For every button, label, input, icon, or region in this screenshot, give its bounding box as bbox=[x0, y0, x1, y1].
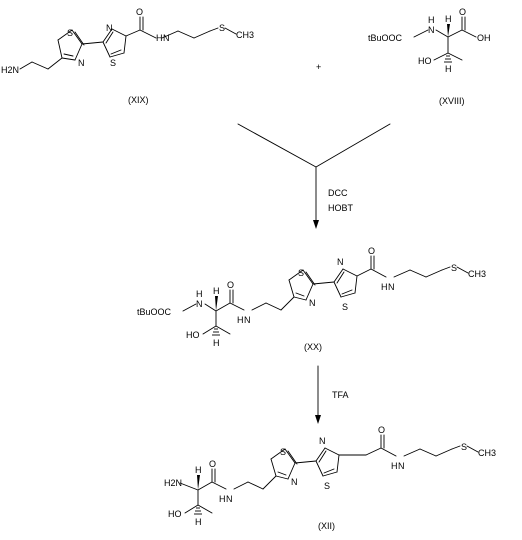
xx-amide-h-label: H bbox=[237, 315, 244, 325]
xii-amide-n-label: N bbox=[226, 494, 233, 504]
compound-xii bbox=[179, 434, 479, 515]
compound-xx bbox=[182, 255, 469, 336]
xix-amide-h-label: H bbox=[156, 33, 163, 43]
xii-carbonyl-o2-label: O bbox=[378, 425, 385, 435]
xii-ring1-s-label: S bbox=[280, 447, 286, 457]
xx-h-stereo-label: H bbox=[213, 286, 220, 296]
step2-reagent-1: TFA bbox=[332, 390, 349, 400]
xx-compound-label: (XX) bbox=[304, 342, 322, 352]
xii-compound-label: (XII) bbox=[318, 521, 335, 531]
compound-xix bbox=[19, 16, 237, 70]
xx-boc-label: tBuOOC bbox=[137, 307, 172, 317]
xx-thioether-s-label: S bbox=[451, 263, 457, 273]
xii-amide-n2-label: N bbox=[398, 461, 405, 471]
xix-ring1-s-label: S bbox=[67, 28, 73, 38]
xviii-h-stereo-label: H bbox=[445, 14, 452, 24]
xx-ring1-s-label: S bbox=[298, 268, 304, 278]
xii-ring2-n-label: N bbox=[319, 436, 326, 446]
xii-amine-label: H2N bbox=[164, 478, 182, 488]
xix-amine-label: H2N bbox=[1, 65, 19, 75]
reaction-arrow-2 bbox=[315, 365, 321, 424]
xx-methyl-label: CH3 bbox=[468, 269, 486, 279]
converging-arrow bbox=[237, 123, 391, 229]
xviii-n-label: N bbox=[428, 25, 435, 35]
xii-thioether-s-label: S bbox=[461, 442, 467, 452]
xii-ring1-n-label: N bbox=[291, 477, 298, 487]
xviii-nh-h-label: H bbox=[428, 15, 435, 25]
compound-xviii bbox=[413, 16, 477, 63]
xix-ring2-s-label: S bbox=[110, 58, 116, 68]
xii-carbonyl-o-label: O bbox=[209, 459, 216, 469]
xx-amide-n-label: N bbox=[244, 315, 251, 325]
xviii-carbonyl-o-label: O bbox=[459, 7, 466, 17]
xx-h-stereo2-label: H bbox=[213, 338, 220, 348]
xviii-h-stereo2-label: H bbox=[445, 64, 452, 74]
xx-carbonyl-o-label: O bbox=[227, 280, 234, 290]
xii-h-stereo2-label: H bbox=[195, 517, 202, 527]
xviii-acid-oh-label: OH bbox=[477, 33, 491, 43]
step1-reagent-2: HOBT bbox=[328, 203, 354, 213]
xx-carbonyl-o2-label: O bbox=[368, 246, 375, 256]
plus-sign: + bbox=[316, 62, 321, 72]
xii-h-stereo-label: H bbox=[195, 465, 202, 475]
xii-methyl-label: CH3 bbox=[478, 448, 496, 458]
xix-carbonyl-o-label: O bbox=[136, 7, 143, 17]
xviii-boc-label: tBuOOC bbox=[368, 33, 403, 43]
xii-amide-h2-label: H bbox=[391, 461, 398, 471]
step1-reagent-1: DCC bbox=[328, 188, 348, 198]
xix-amide-n-label: N bbox=[163, 33, 170, 43]
xii-amide-h-label: H bbox=[219, 494, 226, 504]
xviii-hydroxyl-label: HO bbox=[418, 56, 432, 66]
xix-ring2-n-label: N bbox=[106, 23, 113, 33]
xix-compound-label: (XIX) bbox=[128, 95, 149, 105]
xx-amide-h2-label: H bbox=[381, 282, 388, 292]
xx-amide-n2-label: N bbox=[388, 282, 395, 292]
xx-hydroxyl-label: HO bbox=[186, 330, 200, 340]
xii-ring2-s-label: S bbox=[324, 481, 330, 491]
xix-methyl-label: CH3 bbox=[236, 30, 254, 40]
xx-ring1-n-label: N bbox=[309, 298, 316, 308]
xix-thioether-s-label: S bbox=[219, 23, 225, 33]
xx-ring2-s-label: S bbox=[342, 302, 348, 312]
xx-n-label: N bbox=[196, 299, 203, 309]
xx-ring2-n-label: N bbox=[337, 257, 344, 267]
xviii-compound-label: (XVIII) bbox=[439, 96, 465, 106]
xii-hydroxyl-label: HO bbox=[168, 509, 182, 519]
xx-nh-h-label: H bbox=[196, 289, 203, 299]
xix-ring1-n-label: N bbox=[78, 58, 85, 68]
